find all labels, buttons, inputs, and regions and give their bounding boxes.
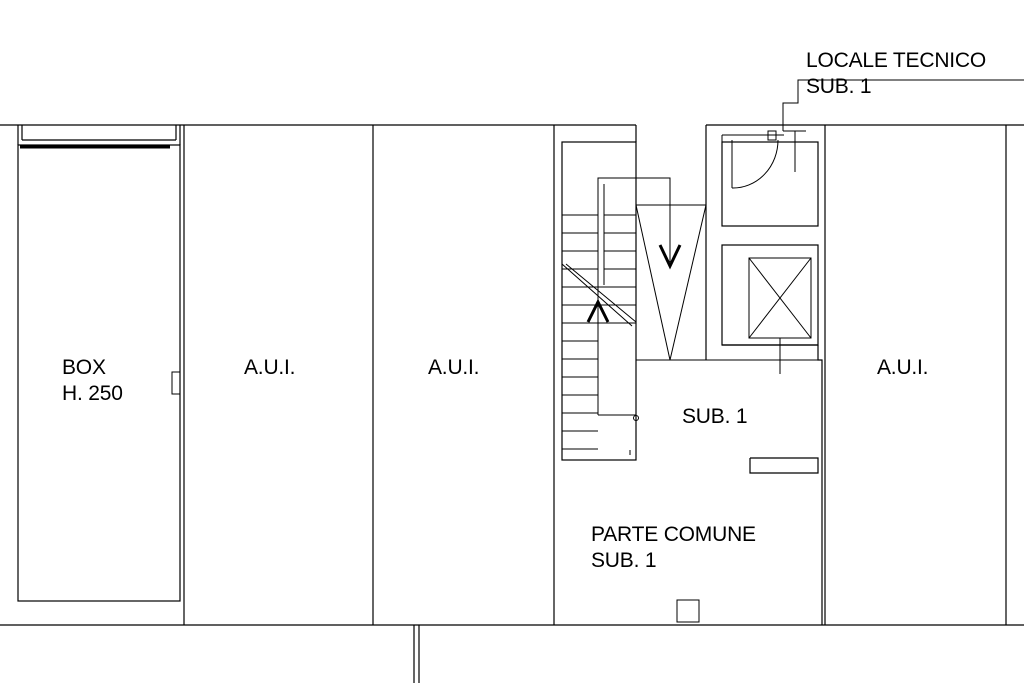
box-unit: [17, 125, 181, 602]
label-sub-hall: SUB. 1: [682, 405, 748, 428]
label-parte-comune-line1: PARTE COMUNE: [591, 523, 756, 546]
label-parte-comune: PARTE COMUNE SUB. 1: [591, 522, 756, 574]
bottom-pipes: [413, 625, 420, 683]
arrow-up-icon: [586, 298, 610, 323]
floor-marker: [676, 599, 700, 623]
unit-dividers: [183, 125, 1007, 625]
label-box-line2: H. 250: [62, 382, 123, 405]
lift-shaft: [721, 244, 823, 625]
label-parte-comune-line2: SUB. 1: [591, 549, 657, 572]
label-aui-3: A.U.I.: [877, 356, 929, 379]
label-aui-1: A.U.I.: [244, 356, 296, 379]
stairwell: [561, 141, 822, 461]
label-locale-tecnico-line1: LOCALE TECNICO: [806, 49, 987, 72]
label-locale-tecnico-line2: SUB. 1: [806, 75, 872, 98]
label-aui-2: A.U.I.: [428, 356, 480, 379]
label-box-line1: BOX: [62, 356, 106, 379]
label-locale-tecnico: LOCALE TECNICO SUB. 1: [806, 48, 986, 100]
label-box: BOX H. 250: [62, 355, 123, 407]
stair-treads: [562, 214, 636, 450]
arrow-down-icon: [658, 244, 682, 270]
outer-walls: [0, 124, 1024, 626]
technical-room: [721, 79, 1024, 227]
door-swing: [731, 139, 779, 189]
